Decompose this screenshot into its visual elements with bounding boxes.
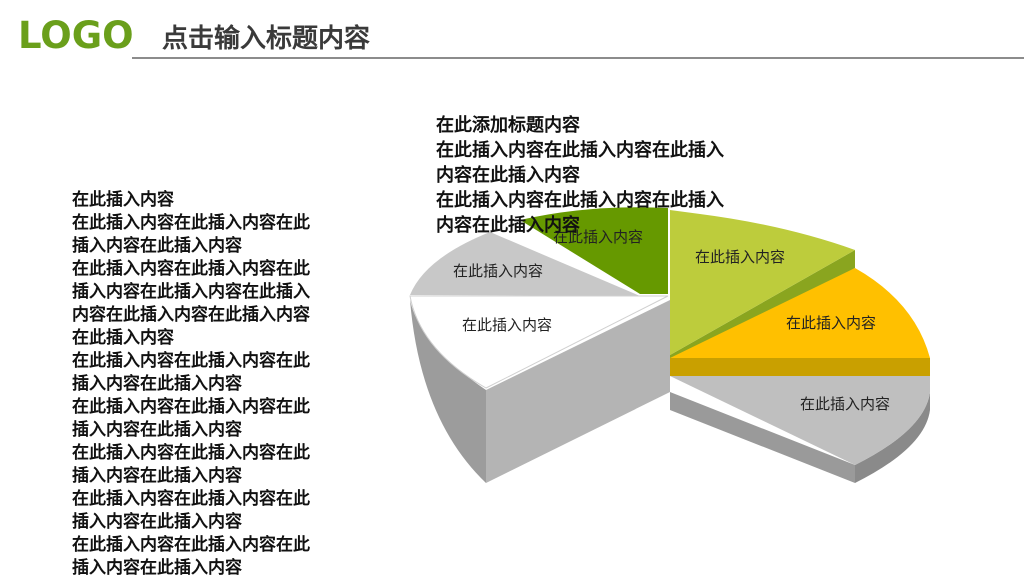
left-paragraph: 在此插入内容在此插入内容在此 插入内容在此插入内容 bbox=[72, 442, 357, 488]
logo: LOGO bbox=[18, 14, 134, 57]
top-text-line: 在此插入内容在此插入内容在此插入 bbox=[436, 190, 724, 211]
left-text-line: 在此插入内容在此插入内容在此 bbox=[72, 351, 310, 371]
pie-segment-label: 在此插入内容 bbox=[453, 262, 543, 280]
pie-segment-side bbox=[670, 392, 855, 483]
left-text-line: 插入内容在此插入内容 bbox=[72, 558, 242, 578]
left-text-line: 内容在此插入内容在此插入内容 bbox=[72, 305, 310, 325]
pie-segment-top[interactable] bbox=[409, 295, 669, 389]
left-paragraph: 在此插入内容在此插入内容在此 插入内容在此插入内容在此插入 内容在此插入内容在此… bbox=[72, 258, 357, 350]
pie-segment-label: 在此插入内容 bbox=[462, 316, 552, 334]
pie-segment-side bbox=[410, 300, 486, 483]
left-text-block[interactable]: 在此插入内容 在此插入内容在此插入内容在此 插入内容在此插入内容 在此插入内容在… bbox=[72, 189, 357, 580]
pie-segment-side bbox=[670, 358, 930, 376]
left-text-line: 在此插入内容在此插入内容在此 bbox=[72, 443, 310, 463]
left-text-line: 插入内容在此插入内容 bbox=[72, 466, 242, 486]
left-text-line: 插入内容在此插入内容 bbox=[72, 420, 242, 440]
left-paragraph: 在此插入内容在此插入内容在此 插入内容在此插入内容 bbox=[72, 534, 357, 580]
header-divider bbox=[132, 57, 1024, 59]
pie-segment-label: 在此插入内容 bbox=[553, 228, 643, 246]
left-paragraph: 在此插入内容在此插入内容在此 插入内容在此插入内容 bbox=[72, 350, 357, 396]
pie-segment-side bbox=[855, 392, 930, 483]
pie-segment-top[interactable] bbox=[520, 207, 668, 294]
pie-segment-label: 在此插入内容 bbox=[800, 395, 890, 413]
left-text-line: 在此插入内容在此插入内容在此 bbox=[72, 397, 310, 417]
left-text-line: 在此插入内容在此插入内容在此 bbox=[72, 259, 310, 279]
pie-segment-label: 在此插入内容 bbox=[695, 248, 785, 266]
left-text-line: 插入内容在此插入内容 bbox=[72, 512, 242, 532]
left-paragraph: 在此插入内容在此插入内容在此 插入内容在此插入内容 bbox=[72, 396, 357, 442]
left-text-line: 插入内容在此插入内容 bbox=[72, 374, 242, 394]
left-text-line: 在此插入内容 bbox=[72, 328, 174, 348]
pie-segment-top[interactable] bbox=[670, 376, 930, 465]
left-text-line: 在此插入内容 bbox=[72, 190, 174, 210]
left-text-line: 在此插入内容在此插入内容在此 bbox=[72, 489, 310, 509]
left-paragraph: 在此插入内容 bbox=[72, 189, 357, 212]
top-text-line: 内容在此插入内容 bbox=[436, 215, 580, 236]
left-paragraph: 在此插入内容在此插入内容在此 插入内容在此插入内容 bbox=[72, 488, 357, 534]
pie-segment-side bbox=[486, 300, 670, 483]
pie-segment-top[interactable] bbox=[670, 210, 855, 355]
top-text-line: 在此插入内容在此插入内容在此插入 bbox=[436, 140, 724, 161]
pie-segment-label: 在此插入内容 bbox=[786, 314, 876, 332]
pie-segment-top[interactable] bbox=[410, 232, 640, 296]
top-text-title: 在此添加标题内容 bbox=[436, 115, 580, 136]
left-text-line: 在此插入内容在此插入内容在此 bbox=[72, 535, 310, 555]
pie-segment-top[interactable] bbox=[670, 268, 930, 358]
left-text-line: 在此插入内容在此插入内容在此 bbox=[72, 213, 310, 233]
left-text-line: 插入内容在此插入内容 bbox=[72, 236, 242, 256]
left-text-line: 插入内容在此插入内容在此插入 bbox=[72, 282, 310, 302]
left-paragraph: 在此插入内容在此插入内容在此 插入内容在此插入内容 bbox=[72, 212, 357, 258]
page-title[interactable]: 点击输入标题内容 bbox=[162, 24, 371, 54]
top-text-block[interactable]: 在此添加标题内容 在此插入内容在此插入内容在此插入 内容在此插入内容 在此插入内… bbox=[436, 113, 796, 238]
top-text-line: 内容在此插入内容 bbox=[436, 165, 580, 186]
